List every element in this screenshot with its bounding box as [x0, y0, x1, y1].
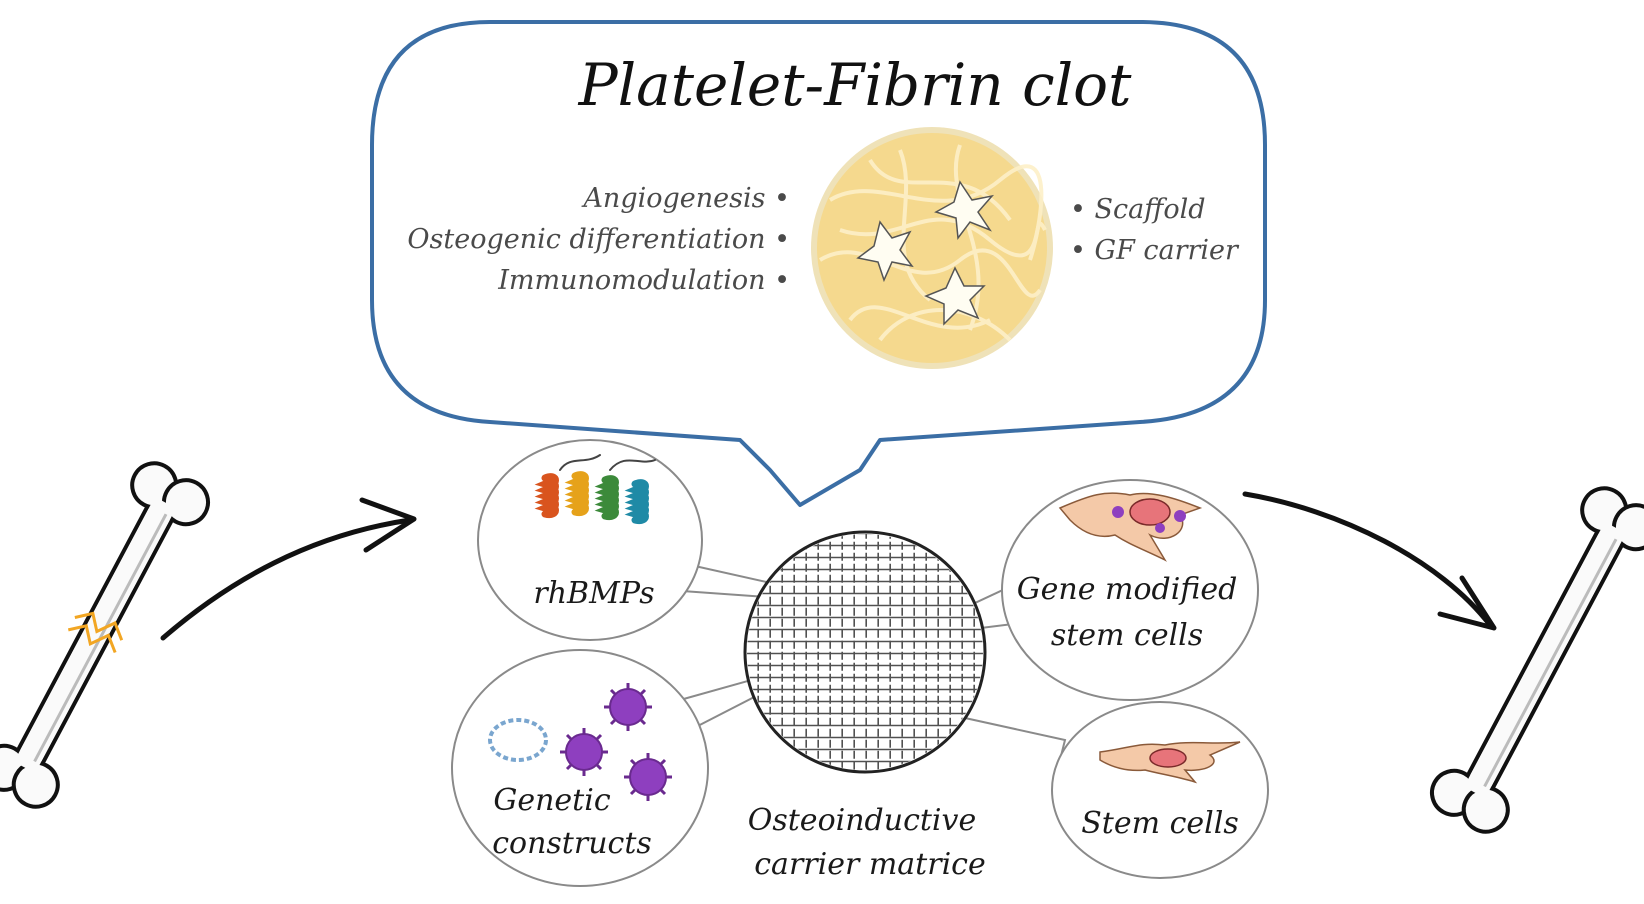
clot-circle [811, 127, 1053, 369]
rhbmps-bubble: rhBMPs [477, 439, 703, 641]
mesh-fiber [841, 534, 843, 770]
mesh-fiber [793, 534, 795, 770]
label-genetic-line1: Genetic [493, 783, 610, 818]
mesh-fiber [747, 664, 983, 667]
label-rhbmps: rhBMPs [533, 576, 654, 611]
clot-illustration [811, 127, 1053, 369]
mesh-fiber [747, 628, 983, 631]
fibrin-fibers [818, 144, 1047, 342]
mesh-fiber [901, 534, 903, 770]
healed-bone-icon [1429, 486, 1644, 834]
mesh-fiber [853, 534, 855, 770]
property-immunomodulation: Immunomodulation • [497, 265, 790, 296]
plasmid-icon [488, 718, 548, 762]
label-stem-cells: Stem cells [1081, 806, 1239, 841]
mesh-fiber [937, 534, 939, 770]
virus-icon [1112, 506, 1186, 533]
property-angiogenesis: Angiogenesis • [580, 183, 790, 214]
genetic-constructs-bubble: Genetic constructs [451, 649, 709, 887]
fracture-mark [67, 624, 117, 654]
gene-modified-bubble: Gene modified stem cells [1001, 479, 1259, 701]
mesh-fiber [949, 534, 951, 770]
mesh-fiber [747, 676, 983, 679]
mesh-fiber [747, 724, 983, 727]
mesh-fiber [817, 534, 819, 770]
mesh-fiber [747, 580, 983, 583]
mesh-fiber [877, 534, 879, 770]
mesh-fiber [913, 534, 915, 770]
left-properties: Angiogenesis • Osteogenic differentiatio… [407, 183, 790, 296]
mesh-fiber [747, 616, 983, 619]
platelet-icon [856, 180, 995, 326]
label-gene-modified-line2: stem cells [1051, 618, 1203, 653]
stem-cells-bubble: Stem cells [1051, 701, 1269, 879]
mesh-fiber [747, 712, 983, 715]
fractured-bone-icon [0, 461, 211, 809]
mesh-fiber [747, 640, 983, 643]
stem-cell-icon [1058, 492, 1203, 562]
property-scaffold: • Scaffold [1070, 194, 1206, 225]
mesh-fiber [865, 534, 867, 770]
mesh-fiber [889, 534, 891, 770]
protein-helix-icon [534, 454, 656, 525]
matrix-circle [743, 530, 987, 774]
mesh-fiber [805, 534, 807, 770]
label-genetic-line2: constructs [492, 826, 652, 861]
mesh-fiber [747, 652, 983, 655]
mesh-fiber [747, 592, 983, 595]
arrow-right [1242, 491, 1497, 631]
stem-cell-icon [1099, 741, 1241, 784]
right-properties: • Scaffold • GF carrier [1070, 194, 1240, 266]
matrix-label-line2: carrier matrice [754, 847, 985, 882]
mesh-fiber [925, 534, 927, 770]
mesh-fiber [781, 534, 783, 770]
mesh-fiber [747, 688, 983, 691]
arrow-left [160, 497, 417, 641]
matrix-label-line1: Osteoinductive [748, 803, 976, 838]
property-osteogenic-differentiation: Osteogenic differentiation • [407, 224, 790, 255]
label-gene-modified-line1: Gene modified [1017, 572, 1238, 607]
clot-title: Platelet-Fibrin clot [578, 51, 1133, 119]
carrier-matrix [743, 530, 987, 774]
mesh-fiber [829, 534, 831, 770]
mesh-fiber [747, 700, 983, 703]
property-gf-carrier: • GF carrier [1070, 235, 1240, 266]
mesh-fiber [747, 604, 983, 607]
